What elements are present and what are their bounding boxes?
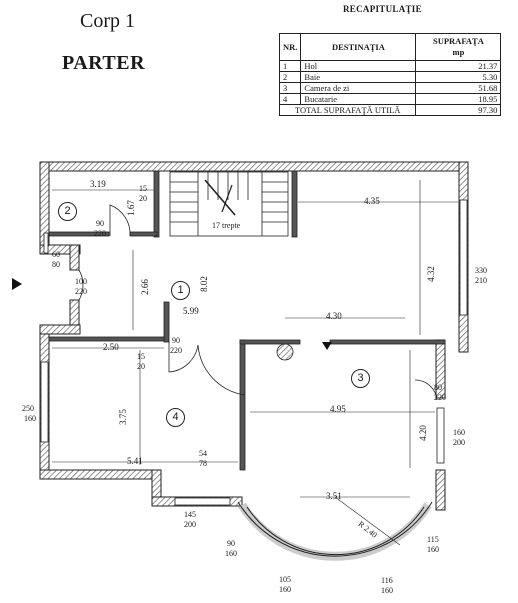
dim-label: 1.67: [125, 200, 136, 216]
dim-label: 20: [139, 194, 147, 203]
area-summary-table: NR. DESTINAŢIA SUPRAFAŢA mp 1 Hol 21.37 …: [278, 33, 502, 116]
dim-label: 210: [475, 276, 487, 285]
room-4-number: 4: [166, 408, 185, 427]
dim-label: 200: [453, 438, 465, 447]
dim-label: 4.35: [364, 196, 380, 206]
dim-label: 80: [52, 260, 60, 269]
dim-label: 220: [434, 393, 446, 402]
total-value: 97.30: [415, 104, 502, 116]
table-row: 2 Baie 5.30: [278, 71, 502, 83]
dim-label: 15: [137, 352, 145, 361]
room-1-number: 1: [171, 281, 190, 300]
dim-label: 2.66: [139, 279, 150, 295]
dim-label: 4.95: [330, 404, 346, 414]
building-label: Corp 1: [80, 10, 135, 32]
dim-label: 105: [279, 575, 291, 584]
dim-label: 90: [96, 219, 104, 228]
header-area-unit: mp: [452, 47, 465, 57]
column-icon: [276, 343, 294, 361]
dim-label: 330: [475, 266, 487, 275]
dim-label: 4.30: [326, 311, 342, 321]
entrance-arrow-icon: [12, 278, 22, 290]
dim-label: 3.19: [90, 179, 106, 189]
dim-label: 160: [24, 414, 36, 423]
door-swings: [78, 204, 438, 401]
dim-label: 2.50: [103, 342, 119, 352]
dim-label: 5.41: [127, 456, 143, 466]
total-row: TOTAL SUPRAFAŢĂ UTILĂ 97.30: [278, 104, 502, 116]
dim-label: 100: [75, 277, 87, 286]
exterior-walls: [39, 161, 469, 511]
room-2-number: 2: [58, 202, 77, 221]
dim-label: 220: [170, 346, 182, 355]
dim-label: 3.51: [326, 491, 342, 501]
dim-label: 250: [22, 404, 34, 413]
dim-label: 200: [184, 520, 196, 529]
dim-label: 115: [427, 535, 439, 544]
table-row: 4 Bucatarie 18.95: [278, 93, 502, 105]
dim-label: 8.02: [198, 276, 209, 292]
dim-label: 54: [199, 449, 207, 458]
dim-label: 160: [453, 428, 465, 437]
dim-label: 60: [52, 250, 60, 259]
dim-label: 78: [199, 459, 207, 468]
marker-triangle-icon: [322, 342, 332, 350]
windows: [40, 199, 468, 506]
dim-label: 4.32: [425, 266, 436, 282]
header-destination: DESTINAŢIA: [300, 33, 417, 61]
interior-walls: [48, 170, 446, 471]
recap-title: RECAPITULAŢIE: [343, 4, 422, 14]
dim-label: 20: [137, 362, 145, 371]
dim-label: 15: [139, 184, 147, 193]
dim-label: 5.99: [183, 306, 199, 316]
room-3-number: 3: [351, 369, 370, 388]
dim-label: 220: [75, 287, 87, 296]
dim-label: 3.75: [117, 409, 128, 425]
dim-label: 160: [225, 549, 237, 558]
dim-label: 90: [227, 539, 235, 548]
stairs-label: 17 trepte: [212, 221, 241, 230]
header-area-label: SUPRAFAŢA: [432, 36, 484, 46]
dim-label: 220: [94, 229, 106, 238]
dim-label: 90: [172, 336, 180, 345]
dim-label: 160: [427, 545, 439, 554]
dim-label: 160: [381, 586, 393, 595]
dim-label: 80: [434, 383, 442, 392]
dim-label: 116: [381, 576, 393, 585]
dim-label: 4.20: [417, 425, 428, 441]
staircase: [169, 171, 289, 237]
dim-label: 145: [184, 510, 196, 519]
bay-window: [237, 501, 433, 561]
dim-label: 160: [279, 585, 291, 594]
dimension-lines: [52, 180, 458, 546]
total-label: TOTAL SUPRAFAŢĂ UTILĂ: [278, 104, 417, 116]
floor-label: PARTER: [62, 52, 146, 74]
